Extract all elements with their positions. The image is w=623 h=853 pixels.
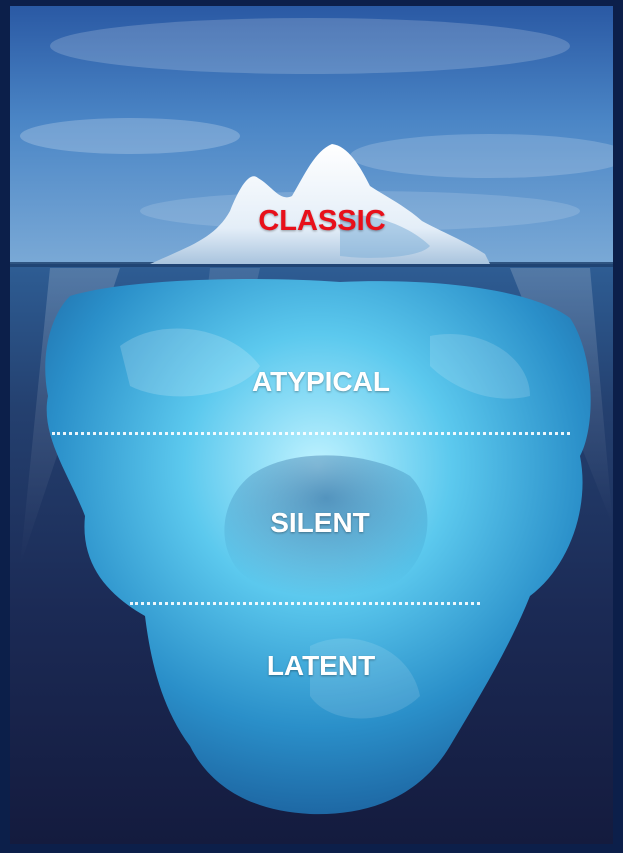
latent-label: LATENT xyxy=(266,650,376,681)
atypical-label: ATYPICAL xyxy=(252,366,390,397)
iceberg-image xyxy=(10,6,613,844)
dotted-divider-lower xyxy=(130,602,480,605)
classic-label: CLASSIC xyxy=(258,205,386,237)
iceberg-illustration xyxy=(10,6,613,844)
dotted-divider-upper xyxy=(52,432,570,435)
silent-label: SILENT xyxy=(270,507,370,538)
